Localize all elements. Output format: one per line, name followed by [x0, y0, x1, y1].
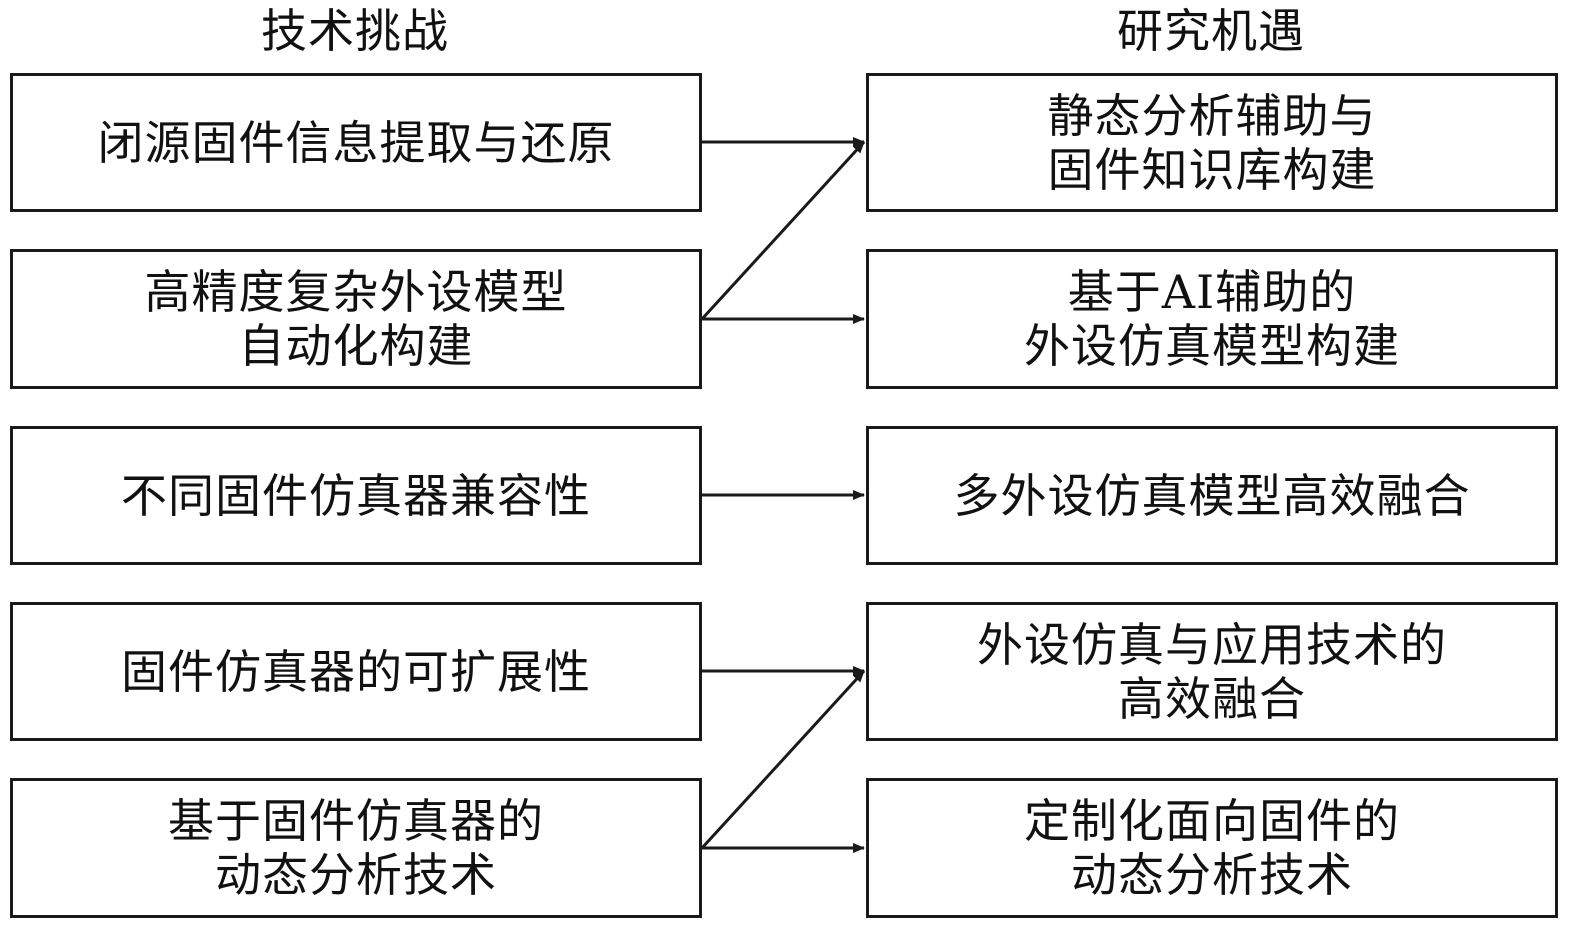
- opportunity-5-line-1: 定制化面向固件的: [1024, 794, 1400, 848]
- arrow-5-to-4: [700, 669, 866, 850]
- challenge-4-line-1: 固件仿真器的可扩展性: [121, 644, 591, 699]
- challenge-box-1: 闭源固件信息提取与还原: [10, 73, 702, 212]
- challenge-box-2: 高精度复杂外设模型 自动化构建: [10, 249, 702, 389]
- opportunity-2-line-2: 外设仿真模型构建: [1024, 319, 1400, 373]
- challenge-2-line-1: 高精度复杂外设模型: [144, 265, 568, 319]
- opportunities-heading: 研究机遇: [1117, 4, 1305, 58]
- opportunity-4-line-2: 高效融合: [1118, 671, 1306, 726]
- opportunity-label-5: 定制化面向固件的 动态分析技术: [1024, 794, 1400, 902]
- opportunity-box-1: 静态分析辅助与 固件知识库构建: [866, 73, 1558, 212]
- challenge-5-line-1: 基于固件仿真器的: [168, 794, 544, 848]
- opportunity-1-line-1: 静态分析辅助与: [1047, 88, 1377, 143]
- opportunity-2-line-1: 基于AI辅助的: [1067, 265, 1357, 319]
- arrow-2-to-1: [700, 140, 866, 321]
- opportunity-1-line-2: 固件知识库构建: [1047, 142, 1377, 197]
- challenge-label-1: 闭源固件信息提取与还原: [98, 116, 615, 170]
- challenge-box-3: 不同固件仿真器兼容性: [10, 426, 702, 565]
- opportunity-box-5: 定制化面向固件的 动态分析技术: [866, 778, 1558, 918]
- challenge-1-line-1: 闭源固件信息提取与还原: [97, 115, 615, 170]
- challenge-label-5: 基于固件仿真器的 动态分析技术: [168, 794, 544, 902]
- challenge-box-4: 固件仿真器的可扩展性: [10, 602, 702, 741]
- opportunity-label-4: 外设仿真与应用技术的 高效融合: [977, 618, 1447, 726]
- opportunity-5-line-2: 动态分析技术: [1071, 848, 1353, 902]
- challenge-label-3: 不同固件仿真器兼容性: [121, 469, 591, 523]
- opportunity-label-2: 基于AI辅助的 外设仿真模型构建: [1024, 265, 1400, 373]
- opportunity-label-3: 多外设仿真模型高效融合: [954, 469, 1471, 523]
- challenge-label-4: 固件仿真器的可扩展性: [121, 645, 591, 699]
- opportunity-box-3: 多外设仿真模型高效融合: [866, 426, 1558, 565]
- challenges-heading: 技术挑战: [261, 4, 449, 58]
- opportunity-box-2: 基于AI辅助的 外设仿真模型构建: [866, 249, 1558, 389]
- challenge-label-2: 高精度复杂外设模型 自动化构建: [145, 265, 568, 373]
- challenge-2-line-2: 自动化构建: [238, 319, 474, 373]
- opportunity-3-line-1: 多外设仿真模型高效融合: [953, 468, 1471, 523]
- challenge-3-line-1: 不同固件仿真器兼容性: [121, 468, 591, 523]
- opportunity-4-line-1: 外设仿真与应用技术的: [977, 617, 1447, 672]
- opportunity-box-4: 外设仿真与应用技术的 高效融合: [866, 602, 1558, 741]
- challenge-5-line-2: 动态分析技术: [215, 848, 497, 902]
- challenge-box-5: 基于固件仿真器的 动态分析技术: [10, 778, 702, 918]
- opportunity-label-1: 静态分析辅助与 固件知识库构建: [1048, 89, 1377, 197]
